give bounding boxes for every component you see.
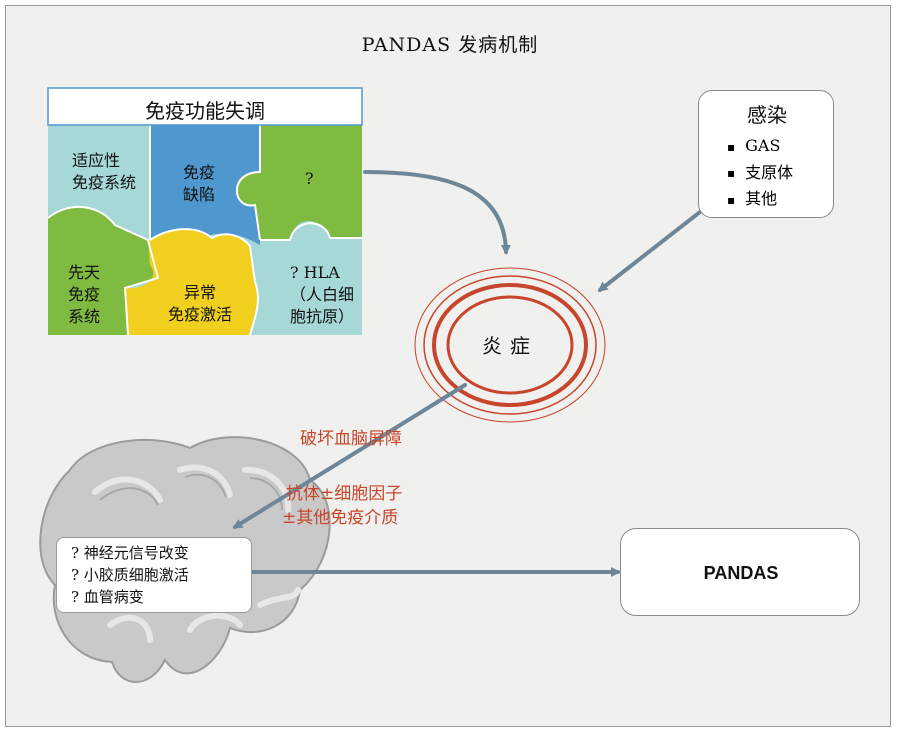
infection-title: 感染	[747, 103, 787, 127]
arrow-infection-to-inflammation	[597, 210, 702, 292]
inflammation-label: 炎症	[482, 334, 538, 358]
piece-label-hla: ? HLA （人白细 胞抗原）	[290, 263, 355, 326]
inflammation-rings	[414, 267, 606, 423]
infection-item: GAS	[727, 133, 793, 160]
piece-label-abnormal: 异常 免疫激活	[168, 283, 233, 324]
puzzle-piece-hla	[250, 223, 362, 335]
puzzle-piece-unknown	[236, 125, 362, 240]
puzzle-graphic	[47, 87, 363, 336]
piece-label-deficiency: 免疫 缺陷	[183, 163, 216, 204]
neuro-effect-item: ? 小胶质细胞激活	[71, 566, 189, 584]
mediators-label-line1: 抗体±细胞因子	[286, 484, 403, 504]
infection-item: 其他	[727, 186, 793, 213]
diagram-title: PANDAS 发病机制	[361, 34, 539, 56]
puzzle-piece-innate	[48, 206, 158, 335]
piece-label-adaptive: 适应性 免疫系统	[72, 151, 137, 192]
puzzle-piece-abnormal	[125, 229, 258, 335]
infection-list: GAS 支原体 其他	[727, 133, 793, 213]
neuro-effects-box: ? 神经元信号改变 ? 小胶质细胞激活 ? 血管病变	[56, 537, 252, 613]
puzzle-title-box	[47, 87, 363, 126]
infection-item: 支原体	[727, 160, 793, 187]
arrow-inflammation-to-brain	[232, 383, 467, 529]
mediators-label-line2: ±其他免疫介质	[282, 508, 399, 528]
pandas-label: PANDAS	[703, 563, 779, 583]
piece-label-unknown: ?	[305, 169, 314, 188]
neuro-effect-item: ? 神经元信号改变	[71, 544, 189, 562]
piece-label-innate: 先天 免疫 系统	[68, 263, 101, 326]
puzzle-piece-deficiency	[150, 125, 260, 245]
infection-box: 感染 GAS 支原体 其他	[698, 90, 834, 218]
puzzle-title: 免疫功能失调	[145, 99, 265, 123]
pandas-box: PANDAS	[620, 528, 860, 616]
bbb-label: 破坏血脑屏障	[300, 429, 402, 449]
neuro-effect-item: ? 血管病变	[71, 588, 144, 606]
arrow-immune-to-inflammation	[363, 170, 511, 255]
